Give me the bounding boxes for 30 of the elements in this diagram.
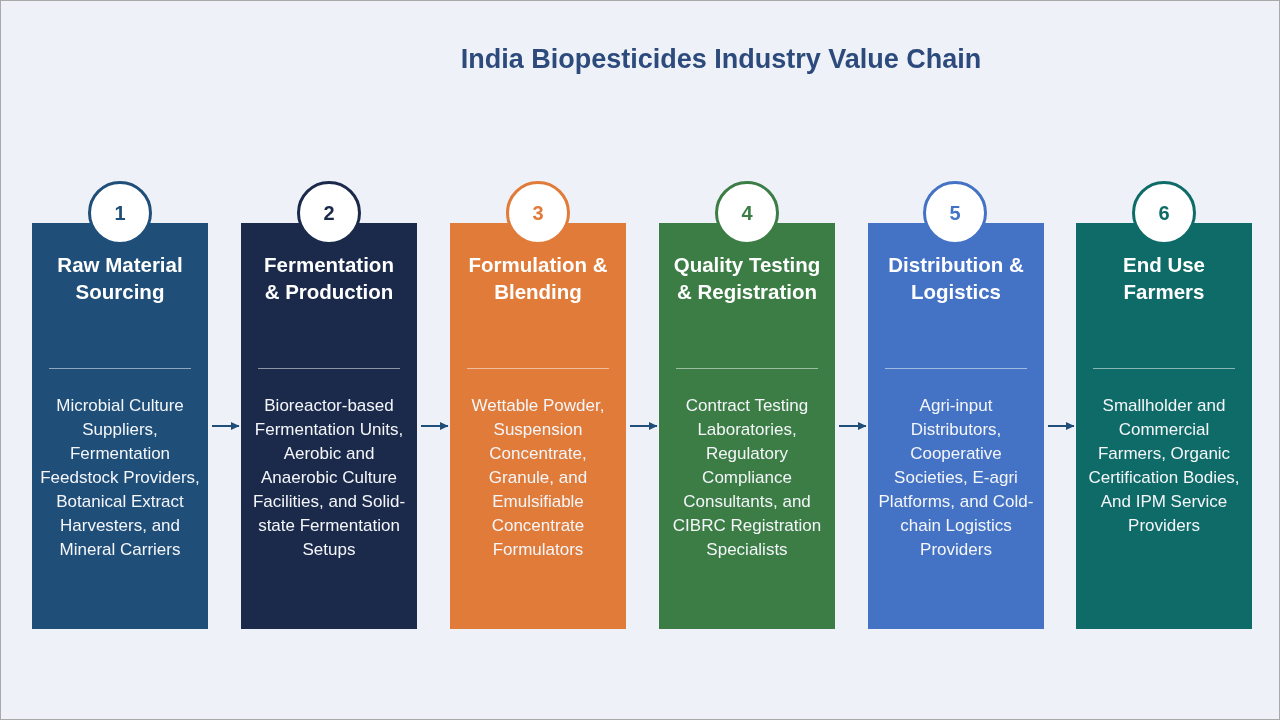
step-number: 2 bbox=[323, 201, 335, 225]
stage-card bbox=[659, 223, 835, 629]
step-number: 3 bbox=[532, 201, 544, 225]
stage-description: Contract Testing Laboratories, Regulatory Compliance Consultants, and CIBRC Registration Specialists bbox=[671, 395, 823, 561]
diagram-title: India Biopesticides Industry Value Chain bbox=[460, 43, 982, 76]
step-number: 4 bbox=[741, 201, 753, 225]
stage-card bbox=[868, 223, 1044, 629]
stage-description: Smallholder and Commercial Farmers, Organic Certification Bodies, And IPM Service Providers bbox=[1087, 395, 1241, 537]
arrow bbox=[420, 422, 449, 430]
stage-description: Wettable Powder, Suspension Concentrate, Granule, and Emulsifiable Concentrate Formulators bbox=[470, 395, 606, 561]
stage-card bbox=[32, 223, 208, 629]
stage-heading: Raw Material Sourcing bbox=[56, 252, 184, 305]
stage-description: Microbial Culture Suppliers, Fermentation Feedstock Providers, Botanical Extract Harvesters, and Mineral Carriers bbox=[40, 395, 200, 561]
stage-description: Bioreactor-based Fermentation Units, Aerobic and Anaerobic Culture Facilities, and Solid-state Fermentation Setups bbox=[251, 395, 407, 561]
step-number: 6 bbox=[1158, 201, 1170, 225]
stage-card bbox=[450, 223, 626, 629]
stage-heading: Formulation & Blending bbox=[467, 252, 609, 305]
arrow bbox=[211, 422, 240, 430]
step-number: 1 bbox=[114, 201, 126, 225]
arrow bbox=[1047, 422, 1075, 430]
stage-description: Agri-input Distributors, Cooperative Societies, E-agri Platforms, and Cold-chain Logistics Providers bbox=[877, 395, 1035, 561]
stage-card bbox=[241, 223, 417, 629]
stage-heading: Quality Testing & Registration bbox=[672, 252, 822, 305]
stage-heading: End Use Farmers bbox=[1122, 252, 1206, 305]
stage-heading: Fermentation & Production bbox=[263, 252, 395, 305]
step-number: 5 bbox=[949, 201, 961, 225]
stage-heading: Distribution & Logistics bbox=[887, 252, 1025, 305]
arrow bbox=[838, 422, 867, 430]
arrow bbox=[629, 422, 658, 430]
stage-card bbox=[1076, 223, 1252, 629]
